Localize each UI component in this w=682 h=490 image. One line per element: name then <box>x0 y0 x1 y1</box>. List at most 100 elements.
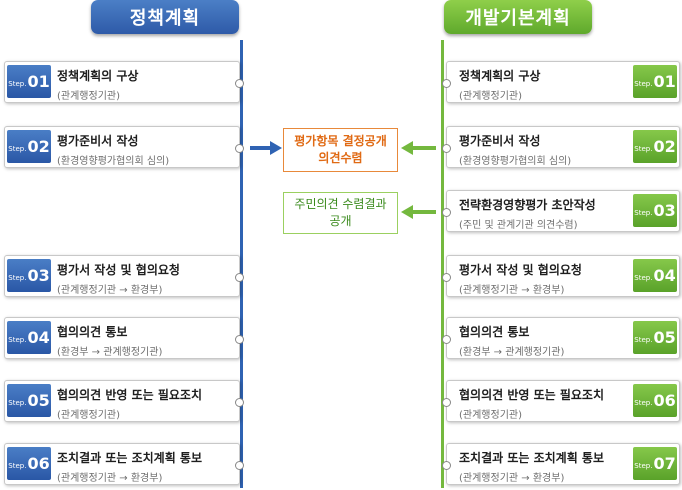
development-step-02: 평가준비서 작성 (환경영향평가협의회 심의) Step.02 <box>442 126 680 168</box>
development-step-04: 평가서 작성 및 협의요청 (관계행정기관 → 환경부) Step.04 <box>442 255 680 297</box>
step-word: Step. <box>634 399 653 407</box>
disclosure-line-2: 의견수렴 <box>318 151 363 165</box>
step-subtitle: (환경영향평가협의회 심의) <box>57 156 170 167</box>
step-number: 02 <box>653 137 676 156</box>
step-subtitle: (관계행정기관 → 환경부) <box>57 285 163 296</box>
step-subtitle: (환경부 → 관계행정기관) <box>57 347 163 358</box>
step-badge: Step.05 <box>633 321 677 354</box>
development-plan-timeline <box>441 40 444 488</box>
step-title: 평가서 작성 및 협의요청 <box>459 263 582 277</box>
step-subtitle: (관계행정기관 → 환경부) <box>459 285 565 296</box>
step-title: 협의의견 통보 <box>57 325 128 339</box>
step-word: Step. <box>634 145 653 153</box>
step-subtitle: (관계행정기관) <box>57 91 121 102</box>
step-word: Step. <box>634 336 653 344</box>
step-word: Step. <box>634 462 653 470</box>
step-number: 03 <box>27 266 50 285</box>
connector-dot <box>235 79 244 88</box>
step-word: Step. <box>634 80 653 88</box>
step-badge: Step.06 <box>633 384 677 417</box>
connector-dot <box>235 398 244 407</box>
connector-dot <box>442 273 451 282</box>
step-subtitle: (환경부 → 관계행정기관) <box>459 347 565 358</box>
disclosure-line-1: 평가항목 결정공개 <box>294 134 387 148</box>
step-badge: Step.03 <box>7 259 51 292</box>
green-arrow-icon-lower <box>401 205 436 219</box>
step-subtitle: (관계행정기관) <box>459 91 523 102</box>
step-badge: Step.06 <box>7 447 51 480</box>
step-subtitle: (관계행정기관) <box>459 410 523 421</box>
step-badge: Step.05 <box>7 384 51 417</box>
development-plan-header: 개발기본계획 <box>444 0 592 34</box>
step-number: 04 <box>27 328 50 347</box>
step-word: Step. <box>634 274 653 282</box>
step-badge: Step.01 <box>7 65 51 98</box>
step-word: Step. <box>8 462 27 470</box>
step-subtitle: (관계행정기관 → 환경부) <box>57 473 163 484</box>
step-number: 04 <box>653 266 676 285</box>
step-number: 01 <box>27 72 50 91</box>
step-number: 02 <box>27 137 50 156</box>
step-word: Step. <box>8 145 27 153</box>
step-title: 협의의견 반영 또는 필요조치 <box>57 388 203 402</box>
connector-dot <box>442 461 451 470</box>
connector-dot <box>442 144 451 153</box>
step-title: 평가준비서 작성 <box>459 134 541 148</box>
step-badge: Step.07 <box>633 447 677 480</box>
policy-plan-timeline <box>240 40 243 488</box>
blue-arrow-icon <box>250 141 282 155</box>
step-subtitle: (관계행정기관 → 환경부) <box>459 473 565 484</box>
policy-step-04: Step.04 협의의견 통보 (환경부 → 관계행정기관) <box>4 317 244 359</box>
step-title: 평가서 작성 및 협의요청 <box>57 263 180 277</box>
step-subtitle: (환경영향평가협의회 심의) <box>459 156 572 167</box>
connector-dot <box>235 335 244 344</box>
step-number: 06 <box>653 391 676 410</box>
step-word: Step. <box>8 80 27 88</box>
development-step-05: 협의의견 통보(환경부 → 관계행정기관) Step.05 <box>442 317 680 359</box>
development-step-07: 조치결과 또는 조치계획 통보 (관계행정기관 → 환경부) Step.07 <box>442 443 680 485</box>
connector-dot <box>235 144 244 153</box>
step-badge: Step.02 <box>7 130 51 163</box>
step-title: 평가준비서 작성 <box>57 134 139 148</box>
step-badge: Step.01 <box>633 65 677 98</box>
opinion-line-2: 공개 <box>329 214 352 228</box>
connector-dot <box>442 335 451 344</box>
step-word: Step. <box>8 399 27 407</box>
step-title: 조치결과 또는 조치계획 통보 <box>459 451 605 465</box>
policy-step-03: Step.03 평가서 작성 및 협의요청 (관계행정기관 → 환경부) <box>4 255 244 297</box>
green-arrow-icon-upper <box>401 141 436 155</box>
policy-step-02: Step.02 평가준비서 작성 (환경영향평가협의회 심의) <box>4 126 244 168</box>
connector-dot <box>442 398 451 407</box>
step-word: Step. <box>8 336 27 344</box>
step-number: 01 <box>653 72 676 91</box>
step-number: 07 <box>653 454 676 473</box>
step-subtitle: (관계행정기관) <box>57 410 121 421</box>
policy-step-05: Step.05 협의의견 반영 또는 필요조치 (관계행정기관) <box>4 380 244 422</box>
step-badge: Step.03 <box>633 194 677 227</box>
step-number: 05 <box>27 391 50 410</box>
connector-dot <box>442 208 451 217</box>
step-title: 정책계획의 구상 <box>57 69 139 83</box>
policy-step-01: Step.01 정책계획의 구상 (관계행정기관) <box>4 61 244 103</box>
step-title: 정책계획의 구상 <box>459 69 541 83</box>
step-badge: Step.02 <box>633 130 677 163</box>
step-title: 협의의견 반영 또는 필요조치 <box>459 388 605 402</box>
opinion-line-1: 주민의견 수렴결과 <box>294 197 387 211</box>
step-badge: Step.04 <box>7 321 51 354</box>
connector-dot <box>235 461 244 470</box>
development-step-01: 정책계획의 구상 (관계행정기관) Step.01 <box>442 61 680 103</box>
step-subtitle: (주민 및 관계기관 의견수렴) <box>459 220 578 231</box>
step-number: 05 <box>653 328 676 347</box>
step-word: Step. <box>8 274 27 282</box>
policy-plan-header: 정책계획 <box>91 0 239 34</box>
policy-step-06: Step.06 조치결과 또는 조치계획 통보 (관계행정기관 → 환경부) <box>4 443 244 485</box>
step-title: 조치결과 또는 조치계획 통보 <box>57 451 203 465</box>
connector-dot <box>442 79 451 88</box>
development-step-03: 전략환경영향평가 초안작성 (주민 및 관계기관 의견수렴) Step.03 <box>442 190 680 232</box>
step-title: 전략환경영향평가 초안작성 <box>459 198 596 212</box>
connector-dot <box>235 273 244 282</box>
step-number: 06 <box>27 454 50 473</box>
step-number: 03 <box>653 201 676 220</box>
step-badge: Step.04 <box>633 259 677 292</box>
